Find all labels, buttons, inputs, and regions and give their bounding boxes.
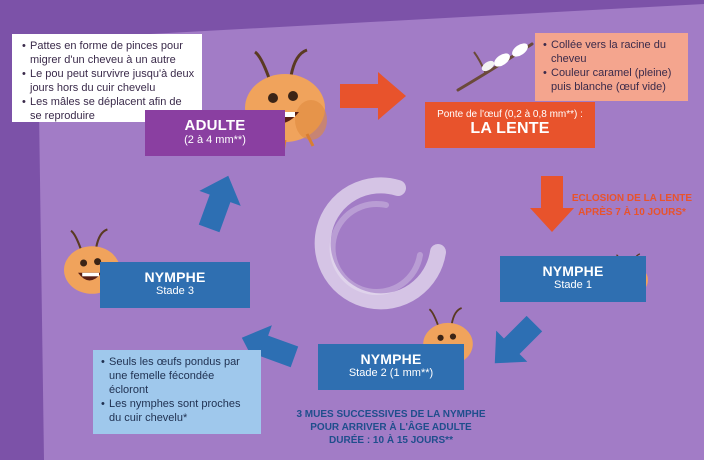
note-adult: Pattes en forme de pinces pour migrer d'… [12,34,202,122]
note-adult-item: Le pou peut survivre jusqu'à deux jours … [22,67,196,95]
arrow-nymph1-to-nymph2 [494,315,543,364]
stage-nymph3-label: NYMPHE Stade 3 [100,262,250,308]
hatch-caption: ECLOSION DE LA LENTE APRÈS 7 À 10 JOURS* [566,192,698,220]
stage-nymph3-sub: Stade 3 [156,285,194,297]
note-adult-item: Pattes en forme de pinces pour migrer d'… [22,39,196,67]
stage-nit-title: LA LENTE [470,120,550,137]
molt-caption: 3 MUES SUCCESSIVES DE LA NYMPHE POUR ARR… [286,408,496,447]
stage-adult-size: (2 à 4 mm**) [184,134,246,146]
note-nit-item: Couleur caramel (pleine) puis blanche (œ… [543,66,682,94]
note-adult-item: Les mâles se déplacent afin de se reprod… [22,95,196,123]
stage-nymph2-sub: Stade 2 (1 mm**) [348,367,434,379]
stage-adult-label: ADULTE (2 à 4 mm**) [145,110,285,156]
arrow-nymph3-to-adult [198,175,241,233]
note-nit: Collée vers la racine du cheveu Couleur … [535,33,688,101]
stage-nymph1-sub: Stade 1 [554,279,592,291]
note-nymph: Seuls les œufs pondus par une femelle fé… [93,350,261,434]
stage-nymph1-title: NYMPHE [542,263,604,279]
stage-nymph2-title: NYMPHE [360,351,422,367]
molt-caption-line: POUR ARRIVER À L'ÂGE ADULTE [310,422,472,433]
stage-nymph1-label: NYMPHE Stade 1 [500,256,646,302]
stage-nymph2-label: NYMPHE Stade 2 (1 mm**) [318,344,464,390]
note-adult-list: Pattes en forme de pinces pour migrer d'… [22,39,196,123]
stage-nymph3-title: NYMPHE [144,269,206,285]
note-nit-item: Collée vers la racine du cheveu [543,38,682,66]
hatch-caption-line: APRÈS 7 À 10 JOURS* [578,207,686,218]
note-nymph-item: Les nymphes sont proches du cuir chevelu… [101,397,255,425]
nit-branch-icon [456,42,534,92]
molt-caption-line: DURÉE : 10 À 15 JOURS** [329,435,453,446]
note-nymph-list: Seuls les œufs pondus par une femelle fé… [101,355,255,425]
arrow-nit-to-nymph1 [530,176,574,232]
stage-nit-label: Ponte de l'œuf (0,2 à 0,8 mm**) : LA LEN… [425,102,595,148]
note-nymph-item: Seuls les œufs pondus par une femelle fé… [101,355,255,397]
stage-nit-description: Ponte de l'œuf (0,2 à 0,8 mm**) : [437,109,583,120]
arrow-adult-to-nit [340,72,406,120]
molt-caption-line: 3 MUES SUCCESSIVES DE LA NYMPHE [296,409,486,420]
hatch-caption-line: ECLOSION DE LA LENTE [571,193,693,204]
cycle-swirl-icon [314,177,446,310]
note-nit-list: Collée vers la racine du cheveu Couleur … [543,38,682,94]
stage-adult-title: ADULTE [184,117,246,134]
